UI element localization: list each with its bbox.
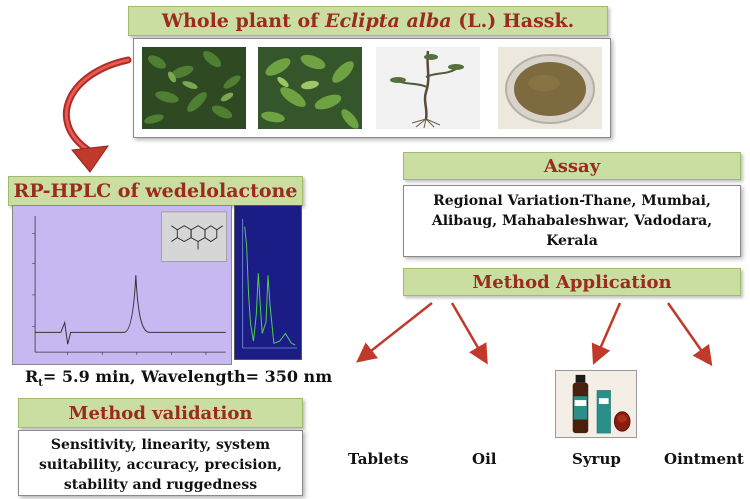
syrup-product-photo (555, 370, 637, 438)
arrow-icon (591, 302, 622, 365)
arrow-icon (666, 302, 713, 367)
method-validation-title: Method validation (18, 398, 303, 428)
assay-line: Kerala (546, 233, 598, 249)
application-tablets: Tablets (348, 450, 409, 468)
plant-title-species: Eclipta alba (325, 10, 452, 32)
arrow-icon (450, 302, 488, 365)
assay-text: Regional Variation-Thane, Mumbai, Alibau… (404, 191, 740, 251)
assay-box: Regional Variation-Thane, Mumbai, Alibau… (403, 185, 741, 257)
validation-line: Sensitivity, linearity, system (50, 437, 271, 453)
uv-spectrum (234, 205, 302, 360)
rt-subscript: t (38, 378, 43, 390)
method-validation-text: Sensitivity, linearity, system suitabili… (19, 435, 302, 495)
assay-title: Assay (403, 152, 741, 180)
hplc-title-text: RP-HPLC of wedelolactone (13, 180, 298, 202)
arrow-icon (356, 302, 433, 363)
plant-photo-leaves-2 (258, 47, 362, 129)
validation-line: stability and ruggedness (63, 477, 258, 493)
validation-line: suitability, accuracy, precision, (39, 457, 282, 473)
plant-powder-photo (498, 47, 602, 129)
rt-symbol: R (25, 367, 39, 386)
application-syrup: Syrup (572, 450, 621, 468)
application-oil: Oil (472, 450, 497, 468)
plant-title-prefix: Whole plant of (161, 10, 319, 32)
plant-photo-whole (376, 47, 480, 129)
plant-title-suffix: (L.) Hassk. (458, 10, 575, 32)
hplc-title: RP-HPLC of wedelolactone (8, 176, 303, 206)
application-ointment: Ointment (664, 450, 744, 468)
method-application-title: Method Application (403, 268, 741, 296)
assay-title-text: Assay (543, 155, 601, 177)
method-validation-box: Sensitivity, linearity, system suitabili… (18, 430, 303, 496)
plant-title: Whole plant of Eclipta alba (L.) Hassk. (128, 6, 608, 36)
rt-text: = 5.9 min, Wavelength= 350 nm (42, 367, 333, 386)
plant-photo-leaves-1 (142, 47, 246, 129)
method-validation-title-text: Method validation (68, 402, 253, 424)
retention-time-label: Rt= 5.9 min, Wavelength= 350 nm (25, 367, 332, 389)
hplc-chromatogram (12, 205, 232, 365)
assay-line: Regional Variation-Thane, Mumbai, (433, 193, 711, 209)
plant-photo-strip (133, 38, 611, 138)
assay-line: Alibaug, Mahabaleshwar, Vadodara, (431, 213, 713, 229)
method-application-title-text: Method Application (472, 271, 672, 293)
